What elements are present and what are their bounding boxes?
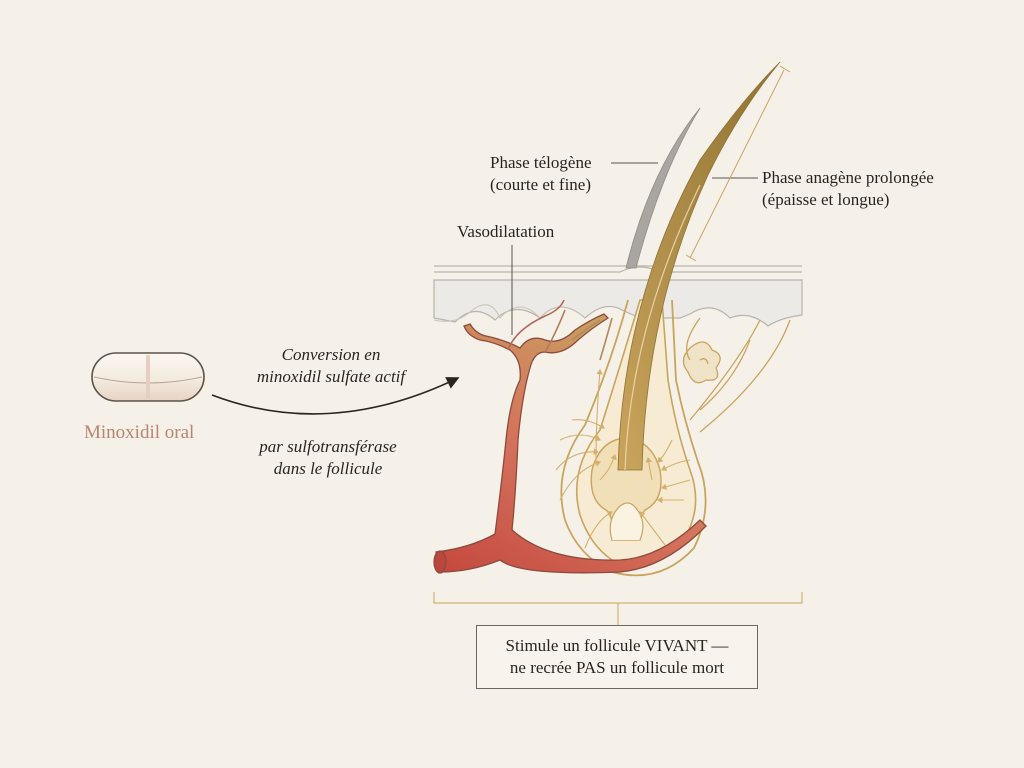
skin-layers [433,265,803,327]
nutrient-flow-arrows [555,368,691,549]
blood-vessel [433,299,707,574]
note-line-1: Stimule un follicule VIVANT — [505,636,729,655]
telogen-line-2: (courte et fine) [490,175,591,194]
note-box: Stimule un follicule VIVANT — ne recrée … [476,625,758,689]
conversion-label: Conversion en minoxidil sulfate actif [245,344,417,388]
anagen-line-1: Phase anagène prolongée [762,168,934,187]
telogen-line-1: Phase télogène [490,153,592,172]
conversion-line-2: minoxidil sulfate actif [256,367,406,386]
sebaceous-gland [682,317,791,433]
pill-label: Minoxidil oral [84,422,195,443]
enzyme-label: par sulfotransférase dans le follicule [243,436,413,480]
conversion-line-1: Conversion en [281,345,381,364]
pill-icon [91,352,205,402]
vasodilation-label: Vasodilatation [457,222,555,241]
anagen-line-2: (épaisse et longue) [762,190,890,209]
anagen-length-bracket [685,65,791,262]
conversion-arrow [211,377,460,415]
enzyme-line-2: dans le follicule [273,459,383,478]
telogen-label: Phase télogène (courte et fine) [490,152,592,196]
enzyme-line-1: par sulfotransférase [259,437,397,456]
anagen-hair [617,61,781,471]
anagen-label: Phase anagène prolongée (épaisse et long… [762,167,934,211]
bottom-bracket [433,592,803,625]
note-line-2: ne recrée PAS un follicule mort [509,658,725,677]
leader-lines [511,162,758,335]
telogen-hair [625,107,701,269]
